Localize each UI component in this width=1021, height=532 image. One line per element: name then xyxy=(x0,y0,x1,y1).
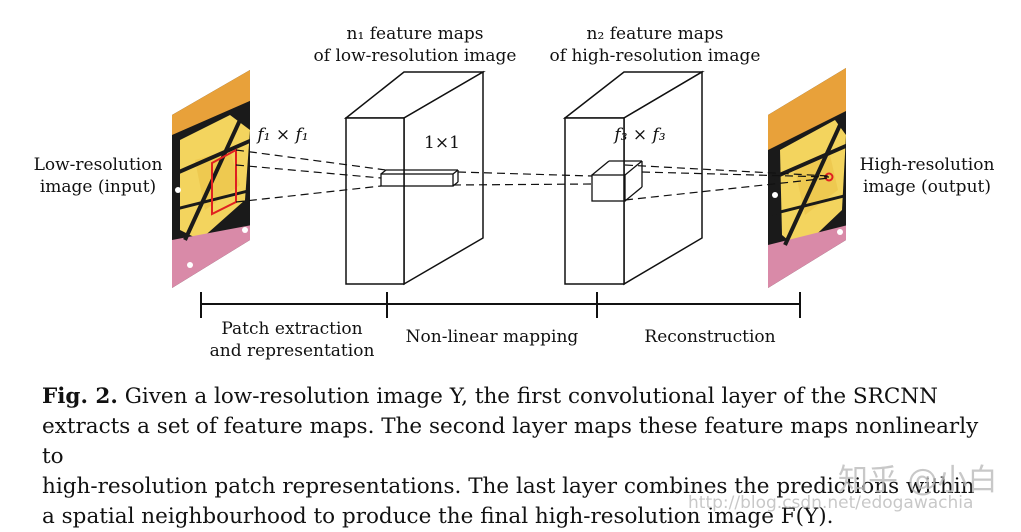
k1-kernel-label: 1×1 xyxy=(424,133,460,153)
f3-kernel-label: f₃ × f₃ xyxy=(614,125,666,145)
csdn-url-watermark: http://blog.csdn.net/edogawachia xyxy=(688,493,974,513)
zhihu-watermark: 知乎 @小白 xyxy=(838,463,998,498)
output-butterfly-image xyxy=(768,68,846,288)
caption-line-3: high-resolution patch representations. T… xyxy=(42,474,975,499)
srcnn-architecture-diagram xyxy=(172,68,846,318)
figure-number: Fig. 2. xyxy=(42,384,118,409)
feature-map-block-n1 xyxy=(343,70,486,286)
caption-line-1: Fig. 2. Given a low-resolution image Y, … xyxy=(42,384,938,409)
projection-lines xyxy=(235,149,830,203)
stage-non-linear-mapping-label: Non-linear mapping xyxy=(405,327,579,347)
stage-reconstruction-label: Reconstruction xyxy=(644,327,776,347)
stage-brackets xyxy=(200,292,801,318)
caption-line-2: extracts a set of feature maps. The seco… xyxy=(42,414,979,469)
feature-map-block-n2 xyxy=(562,70,705,286)
mapping-patch-1x1 xyxy=(380,169,459,187)
f1-kernel-label: f₁ × f₁ xyxy=(257,125,309,145)
